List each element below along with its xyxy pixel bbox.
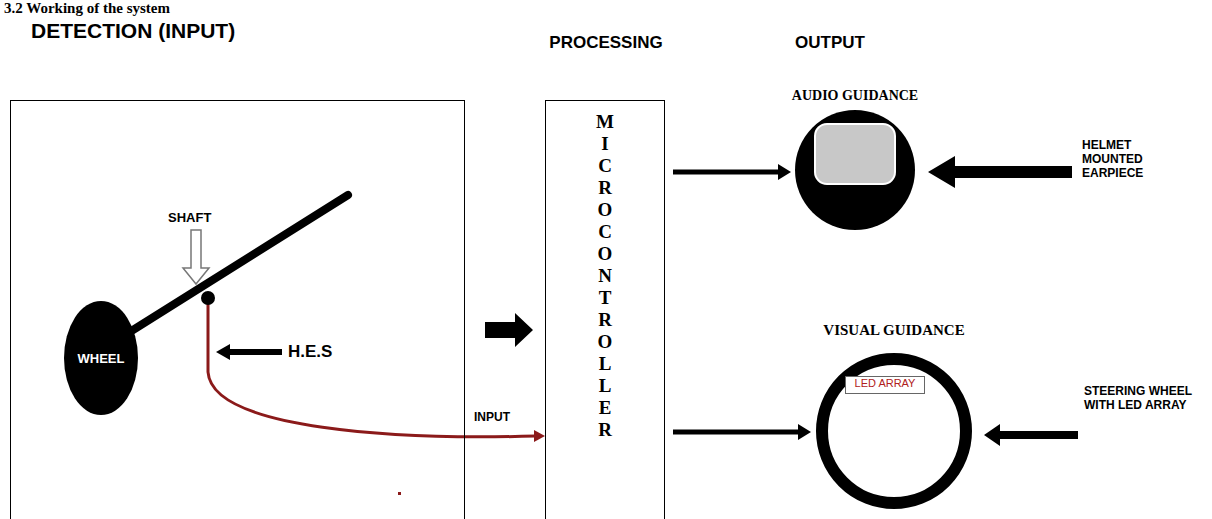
- earpiece-outline: [795, 110, 915, 230]
- microcontroller-box: PROCESSINGMICROCONTROLLER: [545, 100, 665, 519]
- column-heading: OUTPUT: [795, 33, 865, 53]
- earpiece: AUDIO GUIDANCE: [795, 110, 915, 230]
- microcontroller-label: MICROCONTROLLER: [596, 111, 615, 441]
- steering-rim: [822, 359, 966, 503]
- wheel: WHEEL: [64, 301, 138, 415]
- signal-label: INPUT: [474, 410, 510, 424]
- steering-pointer: [984, 424, 1078, 446]
- earpiece-body: [795, 110, 915, 230]
- flow-arrow: [485, 313, 533, 347]
- earpiece-speaker: [815, 124, 895, 184]
- stray-dot: [398, 492, 401, 495]
- part-label: STEERING WHEEL WITH LED ARRAY: [1084, 384, 1192, 412]
- hall-effect-sensor: [201, 291, 215, 305]
- wire-arrowhead: [534, 430, 545, 442]
- section-heading: DETECTION (INPUT): [31, 19, 235, 43]
- sensor-pointer: [216, 344, 282, 360]
- part-label: HELMET MOUNTED EARPIECE: [1082, 138, 1184, 180]
- shaft-pointer: [183, 230, 209, 284]
- led-label: LED ARRAY: [846, 377, 924, 389]
- detection-box: DETECTION (INPUT)WHEEL: [10, 100, 465, 519]
- sensor-wire: [208, 304, 536, 437]
- diagram-title: 3.2 Working of the system: [4, 0, 170, 17]
- wheel-label: WHEEL: [64, 351, 138, 366]
- steering-wheel: VISUAL GUIDANCELED ARRAY: [815, 352, 973, 510]
- wheel-shape: [64, 301, 138, 415]
- flow-arrow: [673, 424, 811, 440]
- output-heading: VISUAL GUIDANCE: [789, 322, 999, 339]
- output-heading: AUDIO GUIDANCE: [775, 88, 935, 104]
- flow-arrow: [673, 164, 791, 180]
- part-label: SHAFT: [168, 210, 211, 225]
- shaft: [125, 195, 348, 335]
- led-array: LED ARRAY: [845, 376, 925, 394]
- earpiece-pointer: [928, 156, 1072, 188]
- section-heading: PROCESSING: [526, 33, 686, 53]
- part-label: H.E.S: [288, 342, 332, 362]
